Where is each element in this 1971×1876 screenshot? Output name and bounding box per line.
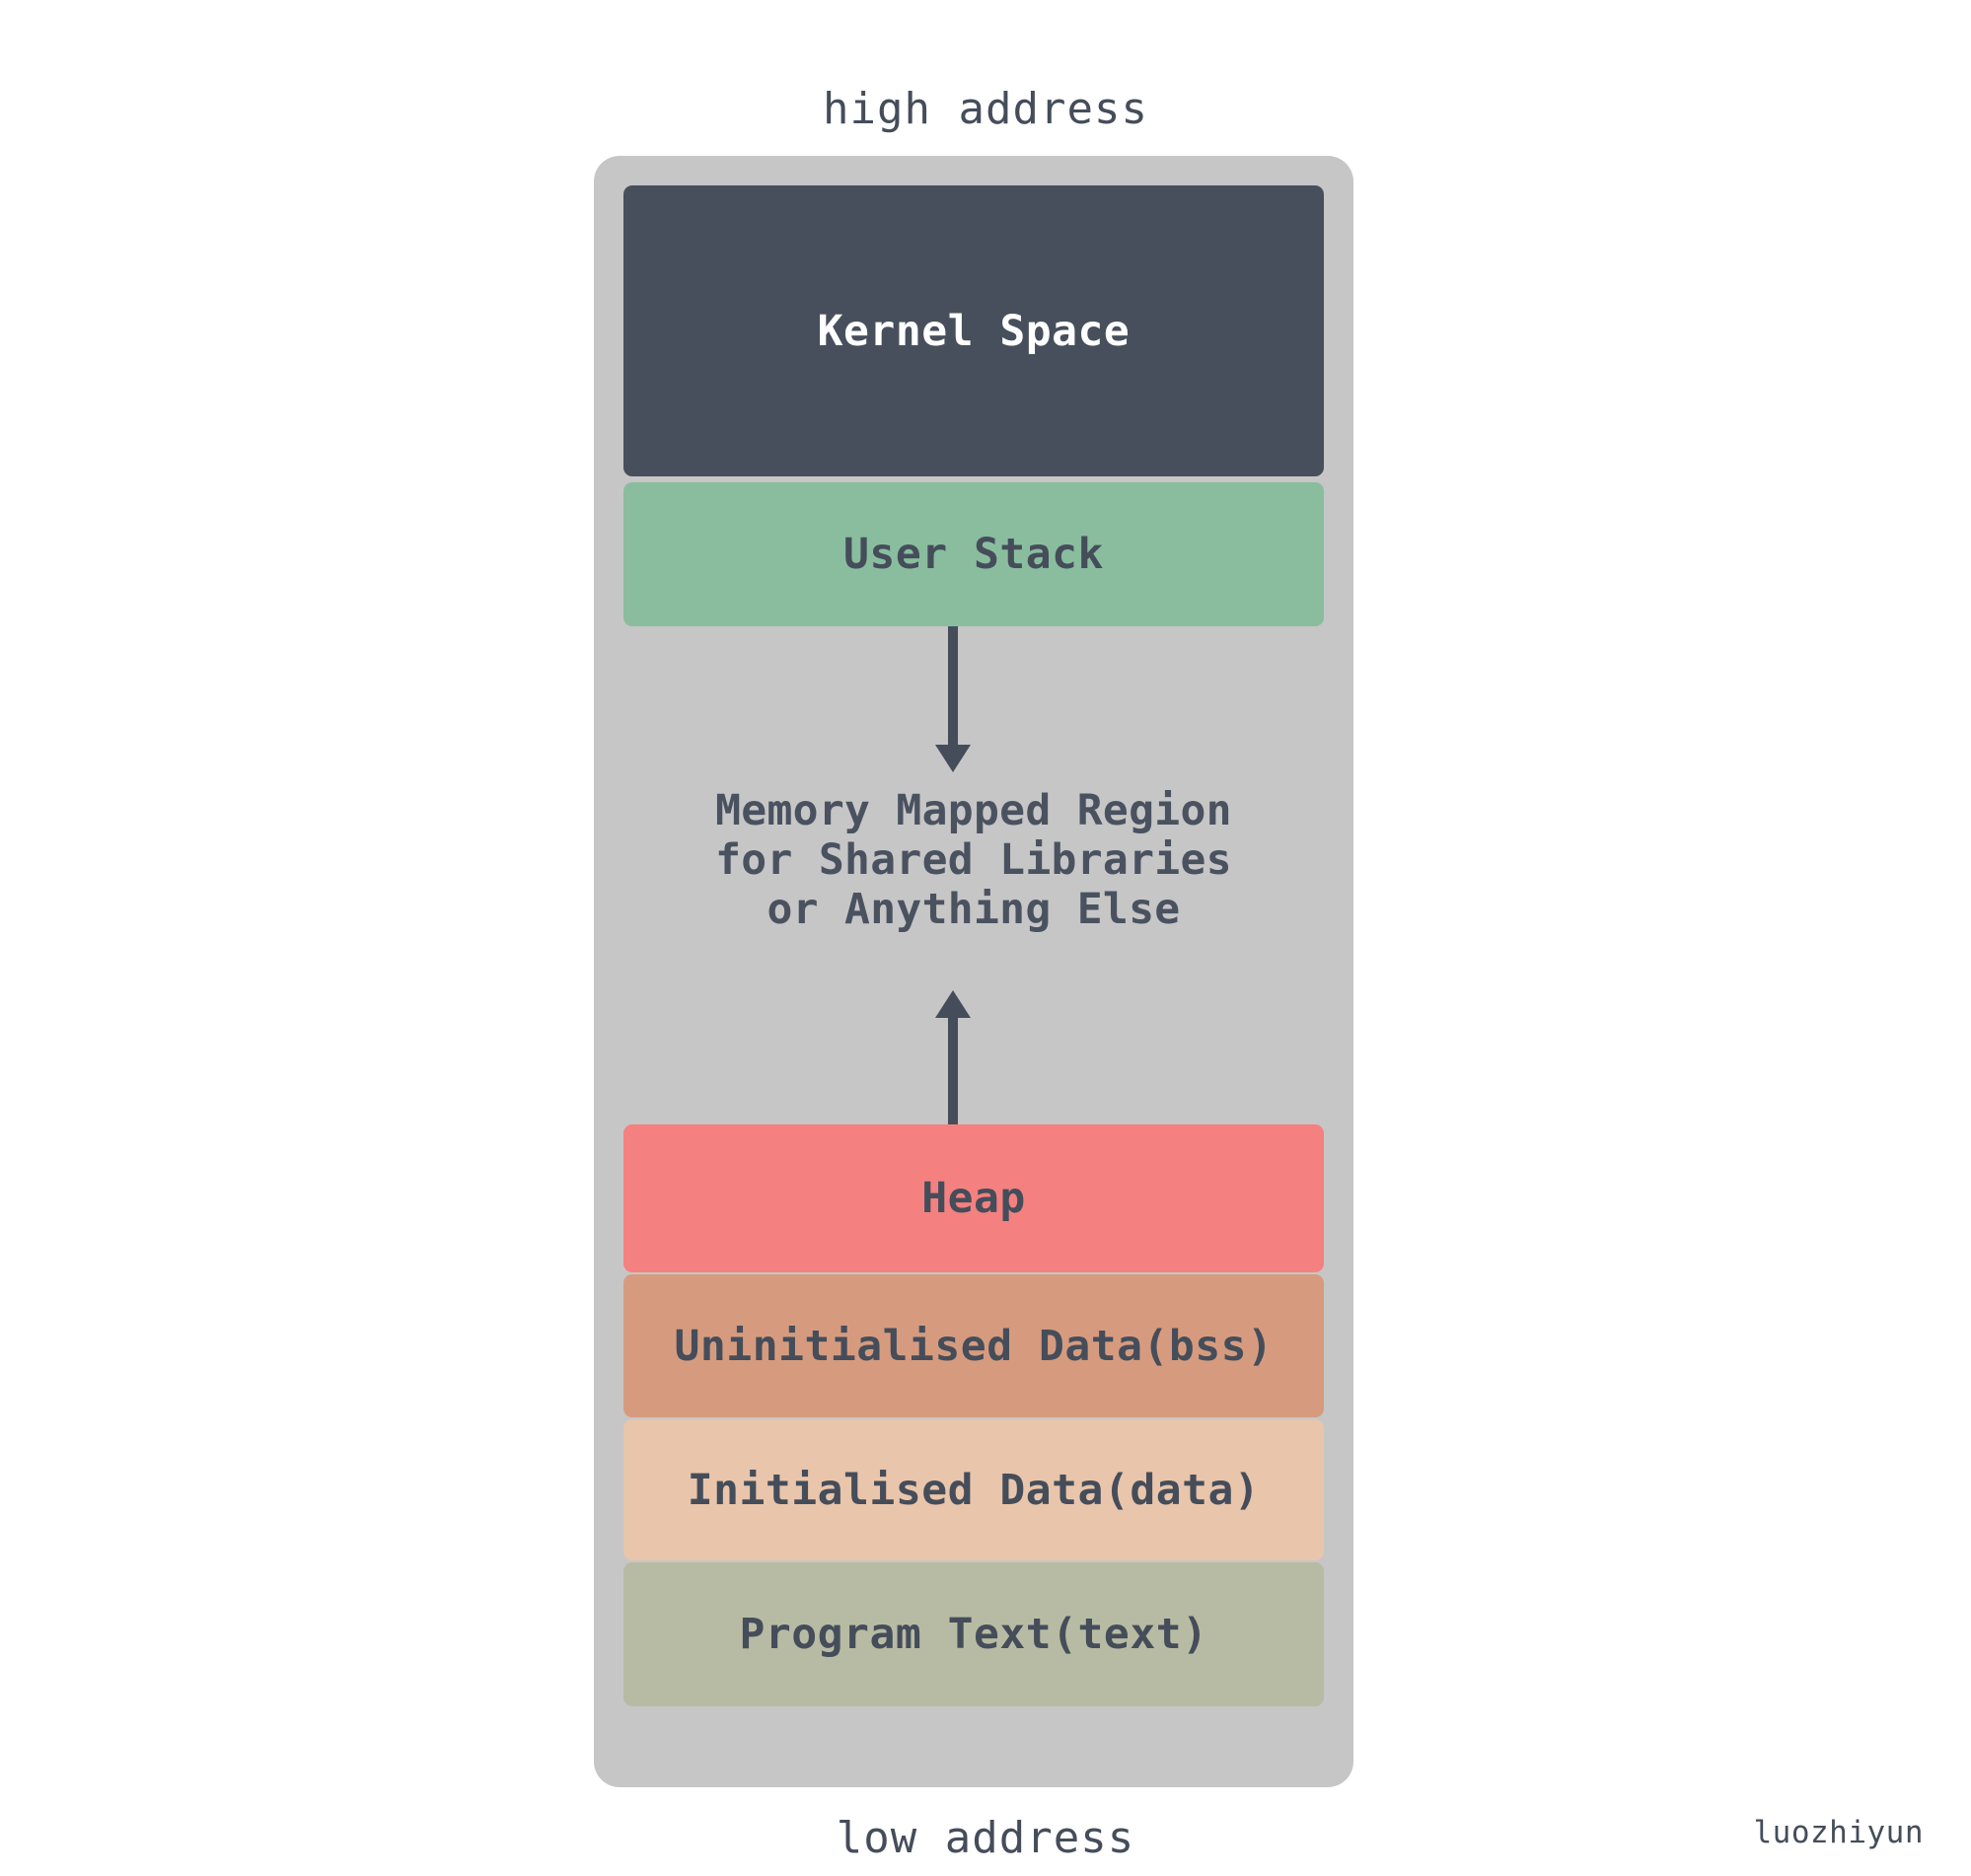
mmap-line-3: or Anything Else	[766, 884, 1181, 934]
high-address-label: high address	[823, 84, 1148, 134]
segment-program-text: Program Text(text)	[623, 1562, 1324, 1706]
arrow-head-down-icon	[935, 745, 971, 772]
arrow-head-up-icon	[935, 990, 971, 1018]
segment-kernel-space: Kernel Space	[623, 185, 1324, 476]
segment-user-stack: User Stack	[623, 482, 1324, 626]
heap-growth-up-arrow-icon	[935, 990, 971, 1124]
segment-heap: Heap	[623, 1124, 1324, 1272]
memory-address-space-container: Kernel Space User Stack Memory Mapped Re…	[594, 156, 1353, 1787]
low-address-label: low address	[836, 1813, 1135, 1863]
segment-initialised-data: Initialised Data(data)	[623, 1419, 1324, 1560]
mmap-line-1: Memory Mapped Region	[715, 786, 1232, 835]
stack-growth-down-arrow-icon	[935, 626, 971, 772]
watermark-label: luozhiyun	[1753, 1815, 1924, 1850]
mmap-line-2: for Shared Libraries	[715, 834, 1232, 885]
memory-mapped-region-label: Memory Mapped Region for Shared Librarie…	[623, 786, 1324, 935]
segment-uninitialised-data-bss: Uninitialised Data(bss)	[623, 1274, 1324, 1417]
